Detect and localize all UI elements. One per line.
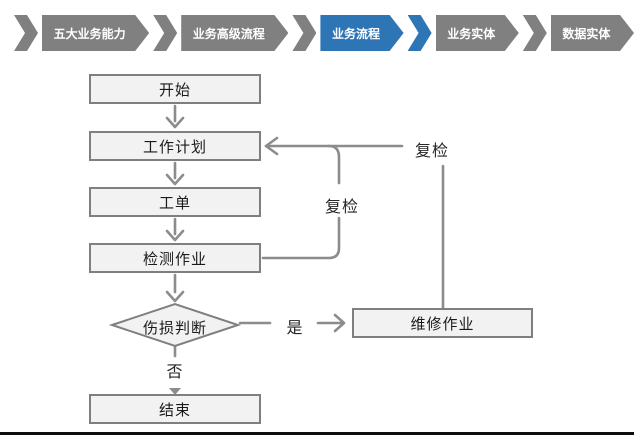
nav-step-business-process-active[interactable]: 业务流程 bbox=[320, 15, 403, 51]
edge-decision-yes-to-repair bbox=[238, 313, 346, 333]
node-start: 开始 bbox=[89, 74, 261, 104]
nav-step-business-entity[interactable]: 业务实体 bbox=[436, 15, 519, 51]
nav-step-label: 业务高级流程 bbox=[192, 26, 265, 41]
edge-label-recheck-right: 复检 bbox=[414, 143, 449, 160]
node-work-order: 工单 bbox=[89, 187, 261, 217]
edge-label-no: 否 bbox=[166, 364, 184, 381]
node-decision-label: 伤损判断 bbox=[142, 320, 207, 337]
slide-bottom-border bbox=[0, 432, 634, 435]
node-repair: 维修作业 bbox=[352, 308, 533, 338]
loop-inspection-recheck bbox=[261, 144, 341, 260]
nav-step-five-business-capabilities[interactable]: 五大业务能力 bbox=[42, 15, 149, 51]
process-step-nav: 五大业务能力 业务高级流程 业务流程 业务实体 数据实体 bbox=[14, 15, 634, 51]
arrow-workplan-to-workorder bbox=[165, 161, 185, 186]
edge-label-recheck-mid: 复检 bbox=[324, 199, 359, 216]
node-work-plan: 工作计划 bbox=[89, 131, 261, 161]
nav-step-data-entity[interactable]: 数据实体 bbox=[551, 15, 634, 51]
edge-label-yes: 是 bbox=[286, 320, 304, 337]
arrow-start-to-workplan bbox=[165, 104, 185, 129]
edge-decision-to-end bbox=[169, 344, 181, 395]
arrow-inspection-to-decision bbox=[165, 273, 185, 303]
nav-step-business-highlevel-process[interactable]: 业务高级流程 bbox=[181, 15, 288, 51]
nav-step-label: 五大业务能力 bbox=[53, 26, 126, 41]
nav-step-label: 业务流程 bbox=[332, 26, 381, 41]
arrow-workorder-to-inspection bbox=[165, 217, 185, 242]
nav-step-label: 数据实体 bbox=[562, 26, 611, 41]
node-end: 结束 bbox=[89, 394, 261, 424]
nav-step-label: 业务实体 bbox=[447, 26, 496, 41]
node-inspection: 检测作业 bbox=[89, 243, 261, 273]
decision-diamond-shape bbox=[108, 302, 242, 348]
